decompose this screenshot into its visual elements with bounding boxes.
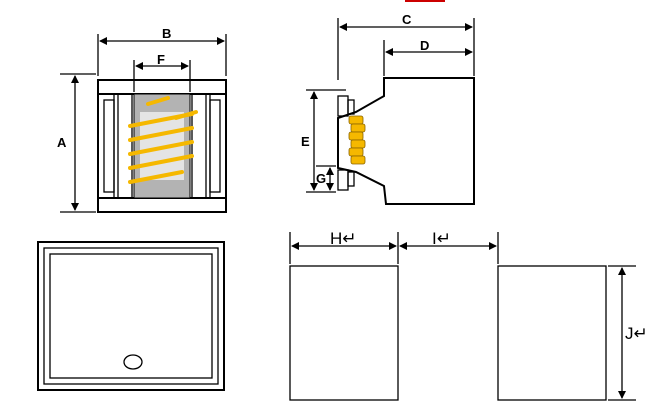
label-a: A bbox=[57, 135, 67, 150]
label-d: D bbox=[420, 38, 429, 53]
label-j: J↵ bbox=[625, 324, 648, 343]
label-b: B bbox=[162, 26, 171, 41]
bottom-outer-frame bbox=[37, 241, 225, 391]
side-body-outline bbox=[337, 77, 475, 205]
side-view: C D E G bbox=[301, 12, 475, 205]
left-terminal bbox=[97, 93, 115, 199]
bottom-view bbox=[37, 241, 225, 391]
coil-winding bbox=[128, 96, 198, 184]
label-i: I↵ bbox=[432, 229, 451, 248]
side-coil bbox=[348, 115, 366, 165]
land-pattern-view: H↵ I↵ J↵ bbox=[289, 229, 648, 401]
top-red-mark bbox=[405, 0, 445, 2]
pad-right bbox=[497, 265, 607, 401]
side-bottom-terminal bbox=[337, 169, 349, 191]
label-h: H↵ bbox=[330, 229, 357, 248]
label-e: E bbox=[301, 134, 310, 149]
pin-one-marker bbox=[123, 354, 143, 370]
side-top-terminal bbox=[337, 95, 349, 117]
pad-left bbox=[289, 265, 399, 401]
label-f: F bbox=[157, 52, 165, 67]
label-c: C bbox=[402, 12, 412, 27]
front-view: A B F bbox=[57, 26, 227, 213]
right-terminal bbox=[209, 93, 227, 199]
label-g: G bbox=[316, 171, 326, 186]
